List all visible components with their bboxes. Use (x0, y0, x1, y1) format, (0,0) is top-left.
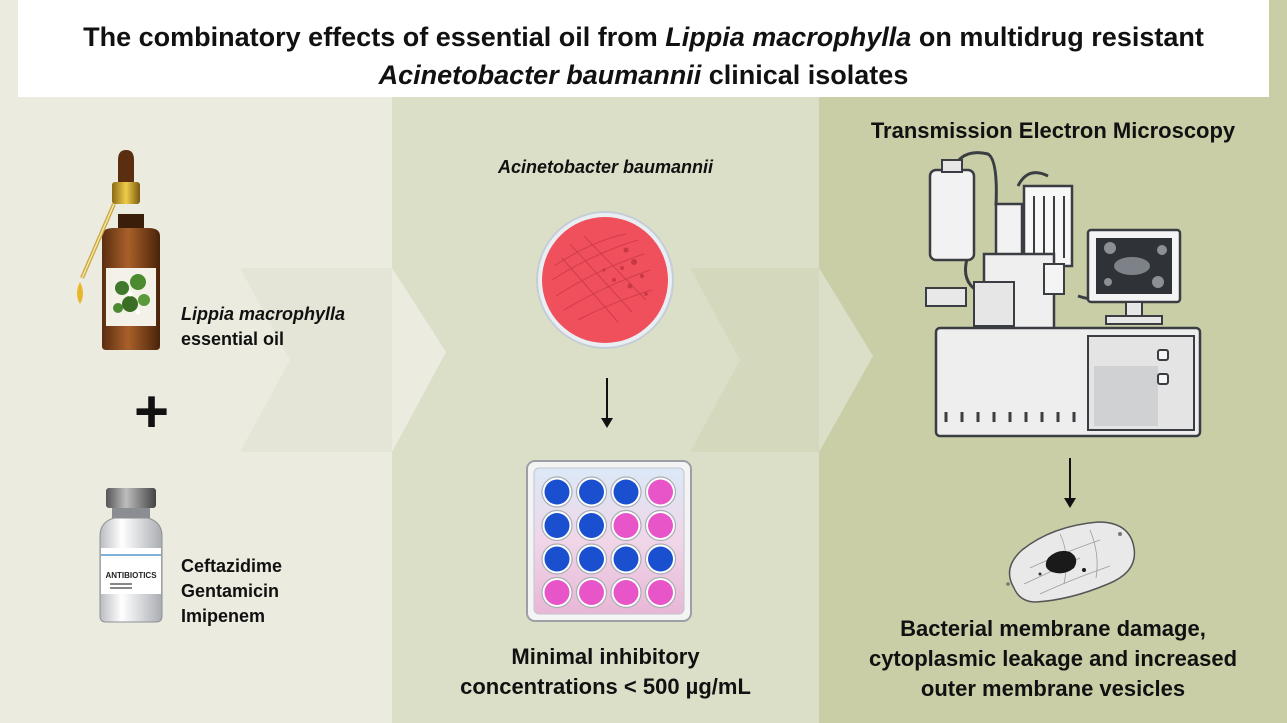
plate-well-pink (648, 580, 673, 605)
title-text-3: clinical isolates (701, 60, 909, 90)
agar-plate-icon (536, 211, 674, 349)
oil-label: Lippia macrophylla essential oil (181, 302, 345, 352)
chevron-tip-right (819, 100, 873, 452)
mic-result-line-1: Minimal inhibitory (511, 644, 700, 669)
plate-well-pink (648, 513, 673, 538)
oil-species-name: Lippia macrophylla (181, 304, 346, 324)
plate-well-blue (579, 546, 604, 572)
title-species: Lippia macrophylla (665, 22, 912, 52)
arrow-down-icon (601, 378, 613, 428)
vial-label-text: ANTIBIOTICS (105, 571, 157, 580)
tem-result-line-2: cytoplasmic leakage and increased (868, 646, 1238, 671)
plate-well-blue (544, 479, 570, 505)
antibiotic-list: Ceftazidime Gentamicin Imipenem (181, 554, 282, 629)
antibiotic-vial-icon: ANTIBIOTICS (99, 488, 163, 623)
electron-microscope-icon (925, 151, 1202, 438)
plate-well-pink (613, 580, 639, 605)
antibiotic-item: Gentamicin (181, 581, 280, 601)
plate-well-pink (613, 513, 639, 538)
mic-result-line-2: concentrations < 500 µg/mL (460, 674, 751, 699)
plate-well-pink (544, 580, 570, 605)
arrow-down-icon (1064, 458, 1076, 508)
plate-well-pink (648, 479, 673, 505)
oil-description: essential oil (181, 329, 285, 349)
antibiotic-item: Imipenem (181, 606, 266, 626)
organism-label: Acinetobacter baumannii (497, 157, 714, 177)
title-text-1: The combinatory effects of essential oil… (83, 22, 666, 52)
plus-sign: + (134, 378, 170, 445)
microplate-icon (526, 460, 692, 622)
mic-result: Minimal inhibitory concentrations < 500 … (392, 642, 819, 702)
plate-well-blue (544, 513, 570, 538)
tem-result: Bacterial membrane damage, cytoplasmic l… (819, 614, 1287, 704)
plate-well-blue (544, 546, 570, 572)
plate-well-blue (613, 479, 639, 505)
title-line-1: The combinatory effects of essential oil… (18, 18, 1269, 56)
tem-result-line-3: outer membrane vesicles (920, 676, 1186, 701)
tem-result-line-1: Bacterial membrane damage, (900, 616, 1206, 641)
title-organism: Acinetobacter baumannii (378, 60, 702, 90)
title-line-2: Acinetobacter baumannii clinical isolate… (18, 56, 1269, 94)
plate-well-blue (648, 546, 673, 572)
plate-well-blue (579, 513, 604, 538)
title-banner: The combinatory effects of essential oil… (18, 0, 1269, 97)
tem-bacterium-image (1006, 521, 1136, 603)
plate-well-pink (579, 580, 604, 605)
title-text-2: on multidrug resistant (911, 22, 1204, 52)
antibiotic-item: Ceftazidime (181, 556, 283, 576)
plate-well-blue (579, 479, 604, 505)
chevron-tip-left (392, 100, 446, 452)
essential-oil-bottle-icon (77, 150, 160, 350)
tem-heading: Transmission Electron Microscopy (870, 118, 1236, 143)
plate-well-blue (613, 546, 639, 572)
